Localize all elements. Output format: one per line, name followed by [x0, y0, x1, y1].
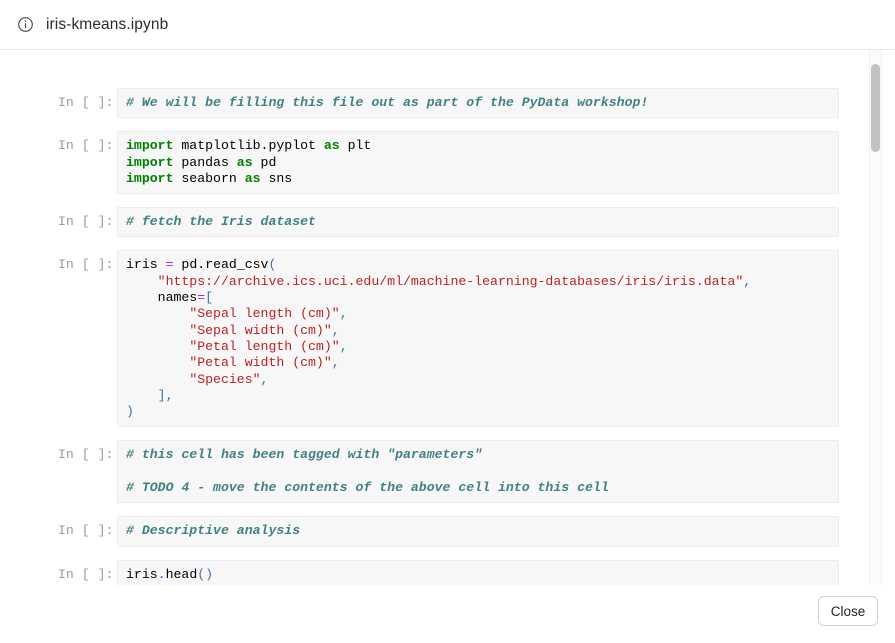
cell-prompt: In [ ]: — [58, 566, 114, 582]
cell-prompt: In [ ]: — [58, 523, 114, 539]
cell-editor[interactable]: # fetch the Iris dataset — [117, 207, 839, 238]
cell-source: # fetch the Iris dataset — [126, 214, 830, 230]
cell-prompt: In [ ]: — [58, 447, 114, 463]
cell-prompt: In [ ]: — [58, 214, 114, 230]
notebook-cell[interactable]: In [ ]: # We will be filling this file o… — [58, 88, 895, 119]
vertical-scrollbar[interactable] — [869, 50, 882, 643]
page-title: iris-kmeans.ipynb — [46, 15, 169, 33]
comment-token: # fetch the Iris dataset — [126, 214, 316, 230]
notebook-scroll-area[interactable]: In [ ]: # We will be filling this file o… — [0, 50, 895, 643]
cell-source: iris = pd.read_csv( "https://archive.ics… — [126, 257, 752, 420]
notebook-cell[interactable]: In [ ]: iris.head() — [58, 559, 895, 590]
comment-token: # this cell has been tagged with "parame… — [126, 447, 483, 463]
notebook-cell[interactable]: In [ ]: import matplotlib.pyplot as plt … — [58, 131, 895, 195]
notebook-cell-list: In [ ]: # We will be filling this file o… — [0, 50, 895, 590]
dialog-footer: Close — [0, 585, 895, 643]
notebook-cell[interactable]: In [ ]: # Descriptive analysis — [58, 516, 895, 547]
scrollbar-thumb[interactable] — [871, 64, 880, 152]
info-circle-icon — [18, 17, 33, 32]
cell-editor[interactable]: import matplotlib.pyplot as plt import p… — [117, 131, 839, 195]
comment-token: # We will be filling this file out as pa… — [126, 95, 649, 110]
cell-editor[interactable]: iris.head() — [117, 559, 839, 590]
close-button[interactable]: Close — [818, 596, 878, 626]
cell-editor[interactable]: # Descriptive analysis — [117, 516, 839, 547]
cell-source: import matplotlib.pyplot as plt import p… — [126, 138, 372, 186]
cell-source: # Descriptive analysis — [126, 523, 830, 539]
notebook-cell[interactable]: In [ ]: iris = pd.read_csv( "https://arc… — [58, 250, 895, 428]
notebook-cell[interactable]: In [ ]: # fetch the Iris dataset — [58, 207, 895, 238]
cell-source: # We will be filling this file out as pa… — [126, 95, 830, 111]
cell-prompt: In [ ]: — [58, 95, 114, 110]
cell-source: iris.head() — [126, 566, 214, 582]
notebook-cell[interactable]: In [ ]: # this cell has been tagged with… — [58, 440, 895, 504]
cell-editor[interactable]: # We will be filling this file out as pa… — [117, 88, 839, 119]
comment-token: # Descriptive analysis — [126, 523, 301, 539]
window-titlebar: iris-kmeans.ipynb — [0, 0, 895, 50]
cell-editor[interactable]: iris = pd.read_csv( "https://archive.ics… — [117, 250, 839, 428]
comment-token: # TODO 4 - move the contents of the abov… — [126, 480, 609, 496]
cell-prompt: In [ ]: — [58, 138, 114, 154]
cell-prompt: In [ ]: — [58, 257, 114, 273]
cell-editor[interactable]: # this cell has been tagged with "parame… — [117, 440, 839, 504]
cell-source: # this cell has been tagged with "parame… — [126, 447, 830, 496]
